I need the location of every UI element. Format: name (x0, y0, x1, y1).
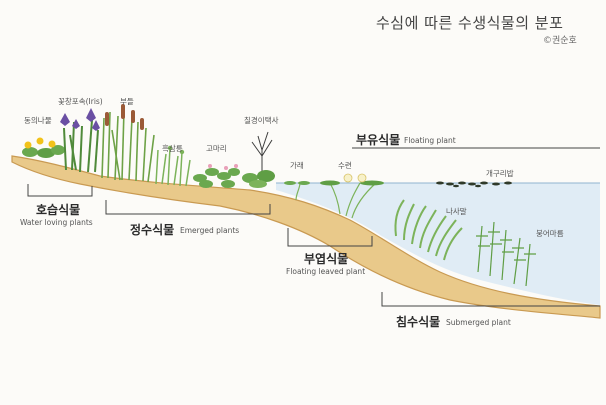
zone-label-emerged: 정수식물 (130, 224, 174, 236)
zone-label-water-loving-en: Water loving plants (20, 219, 93, 227)
zone-label-submerged: 침수식물 (396, 316, 440, 328)
credit-text: ©권순호 (543, 37, 577, 46)
zone-label-floating-leaved-en: Floating leaved plant (286, 268, 365, 276)
zone-label-submerged-en: Submerged plant (446, 319, 511, 327)
heuksamneung-plant (156, 148, 190, 186)
iris-flowers (60, 108, 100, 131)
plant-label-suryeon: 수련 (338, 162, 352, 170)
dongui-namul-plant (22, 138, 65, 159)
plant-label-budeul: 부들 (120, 98, 134, 106)
zone-label-floating-leaved: 부엽식물 (304, 253, 348, 265)
plant-label-gaeguribap: 개구리밥 (486, 170, 514, 178)
cattail-plant (102, 110, 154, 182)
plant-label-gomari: 고마리 (206, 145, 227, 153)
plant-label-bungeomareum: 붕어마름 (536, 230, 564, 238)
zone-label-floating: 부유식물 (356, 134, 400, 146)
bracket-water-loving (28, 184, 92, 196)
plant-label-chilgyeong-itaeksa: 칠경이택사 (244, 117, 279, 125)
plant-label-heuksamneung: 흑삼릉 (162, 145, 183, 153)
plant-label-nasamal: 나사말 (446, 208, 467, 216)
zone-label-water-loving: 호습식물 (36, 204, 80, 216)
plant-label-iris: 꽃창포속(Iris) (58, 98, 103, 106)
plant-label-dongui-namul: 동의나물 (24, 117, 52, 125)
chilgyeong-itaeksa-plant (242, 132, 275, 188)
zone-label-floating-en: Floating plant (404, 137, 456, 145)
gomari-plant (193, 168, 240, 188)
plant-label-garae: 가래 (290, 162, 304, 170)
page-title: 수심에 따른 수생식물의 분포 (376, 16, 563, 31)
zone-label-emerged-en: Emerged plants (180, 227, 239, 235)
